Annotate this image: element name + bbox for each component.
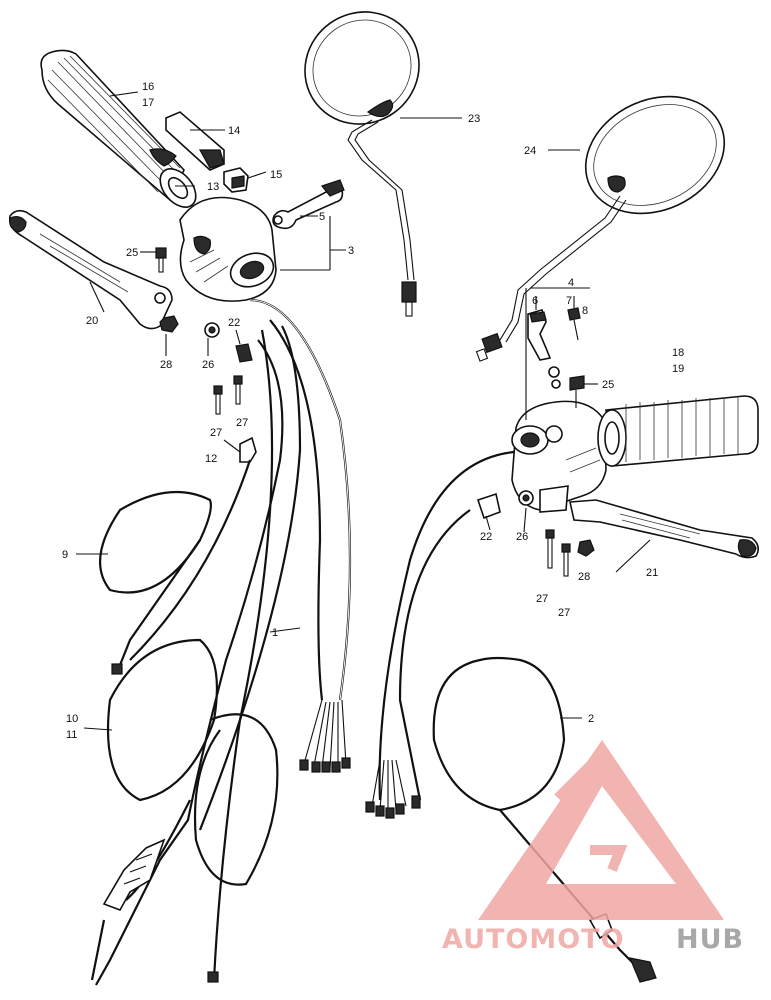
label-5: 5 [319,211,325,223]
label-28-right: 28 [578,571,590,583]
label-20: 20 [86,315,98,327]
part-14-lever [165,111,225,171]
label-21: 21 [646,567,658,579]
label-18: 18 [672,347,684,359]
callout-labels: 16 17 14 15 13 5 3 23 24 4 6 7 8 25 20 2… [62,81,684,741]
switch-housing-left [179,196,277,302]
left-hardware [155,247,257,463]
lever-left [8,209,173,330]
label-17: 17 [142,97,154,109]
label-22-right: 22 [480,531,492,543]
screw-25-right [569,375,585,391]
watermark-brand-auto: AUTOMOTO [442,924,625,955]
mirror-right [475,95,726,362]
cable-10-11 [90,638,279,983]
label-12: 12 [205,453,217,465]
mirror-left [304,11,420,317]
label-27-b: 27 [236,417,248,429]
label-23: 23 [468,113,480,125]
screw-25-left [155,247,167,259]
label-4: 4 [568,277,574,289]
adjuster-22-right [476,492,501,520]
label-27-c: 27 [536,593,548,605]
label-8: 8 [582,305,588,317]
part-15-nut [223,167,249,193]
label-6: 6 [532,295,538,307]
lever-right [569,499,760,559]
watermark-brand-hub: HUB [676,924,744,955]
grip-left [40,49,197,208]
label-3: 3 [348,245,354,257]
label-7: 7 [566,295,572,307]
label-19: 19 [672,363,684,375]
label-1: 1 [272,627,278,639]
cables-right [365,450,515,819]
label-2: 2 [588,713,594,725]
switch-housing-right [511,400,607,513]
label-28-left: 28 [160,359,172,371]
right-hardware [476,307,595,577]
label-16: 16 [142,81,154,93]
adjuster-22-left [235,343,253,363]
label-25-left: 25 [126,247,138,259]
label-9: 9 [62,549,68,561]
part-5-link [272,179,345,230]
label-13: 13 [207,181,219,193]
label-24: 24 [524,145,536,157]
label-26-left: 26 [202,359,214,371]
label-27-d: 27 [558,607,570,619]
watermark-logo: AUTOMOTO HUB [442,740,744,955]
label-14: 14 [228,125,240,137]
label-27-a: 27 [210,427,222,439]
label-25-right: 25 [602,379,614,391]
label-22-left: 22 [228,317,240,329]
cable-9 [98,490,212,675]
cables-left [95,298,352,986]
watermark-triangle-icon [478,740,724,920]
label-11: 11 [66,729,77,741]
nut-28-left [159,315,179,333]
clip-12 [239,436,257,463]
label-26-right: 26 [516,531,528,543]
grip-right [597,395,759,467]
label-10: 10 [66,713,78,725]
nut-28-right [577,539,595,557]
label-15: 15 [270,169,282,181]
leader-lines [76,91,651,731]
part-7-screw [567,307,581,321]
